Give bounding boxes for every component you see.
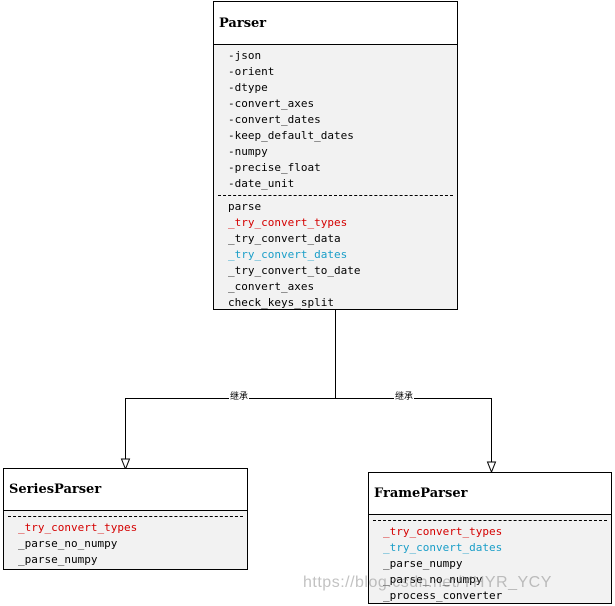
frameparser-section-divider xyxy=(373,520,607,521)
frameparser-methods: _try_convert_types _try_convert_dates _par… xyxy=(369,524,611,604)
parser-attribute: -convert_axes xyxy=(228,97,315,110)
seriesparser-class-box[interactable]: SeriesParser _try_convert_types _parse_no… xyxy=(3,468,248,570)
frameparser-method: _parse_no_numpy xyxy=(383,573,483,586)
seriesparser-method: _try_convert_types xyxy=(18,521,138,534)
parser-class-name: Parser xyxy=(214,2,457,45)
parser-attributes: -json -orient -dtype -convert_axes -convert_… xyxy=(214,45,457,192)
edge-label-frame: 继承 xyxy=(394,392,415,403)
parser-methods: parse _try_convert_types _try_convert_data… xyxy=(214,199,457,311)
seriesparser-methods: _try_convert_types _parse_no_numpy _parse_… xyxy=(4,520,247,568)
edge-label-series: 继承 xyxy=(229,392,250,403)
parser-attribute: -orient xyxy=(228,65,275,78)
frameparser-method: _try_convert_dates xyxy=(383,541,503,554)
frame-arrowhead xyxy=(486,461,497,474)
frame-branch-line xyxy=(335,398,492,463)
parser-method: _convert_axes xyxy=(228,280,315,293)
parser-section-divider xyxy=(218,195,453,196)
frameparser-method: _parse_numpy xyxy=(383,557,463,570)
frameparser-class-box[interactable]: FrameParser _try_convert_types_try_conve… xyxy=(368,472,612,604)
parser-attribute: -convert_dates xyxy=(228,113,321,126)
parser-method: parse xyxy=(228,200,262,213)
parser-attribute: -dtype xyxy=(228,81,268,94)
series-branch-line xyxy=(125,398,336,460)
parser-attribute: -keep_default_dates xyxy=(228,129,354,142)
parser-method: _try_convert_data xyxy=(228,232,341,245)
parser-attribute: -numpy xyxy=(228,145,268,158)
parser-attribute: -precise_float xyxy=(228,161,321,174)
seriesparser-section-divider xyxy=(8,516,243,517)
parser-method: _try_convert_types xyxy=(228,216,348,229)
frameparser-method: _process_converter xyxy=(383,589,503,602)
parser-attribute: -date_unit xyxy=(228,177,295,190)
parser-method: check_keys_split xyxy=(228,296,334,309)
seriesparser-method: _parse_numpy xyxy=(18,553,98,566)
watermark-text: https://blog.csdn.net/YHYR_YCY xyxy=(303,574,552,591)
parser-class-box[interactable]: Parser -json -orient -dtype -convert_axes -c… xyxy=(213,1,458,310)
seriesparser-class-name: SeriesParser xyxy=(4,469,247,511)
series-arrowhead xyxy=(120,458,131,471)
parser-method: _try_convert_to_date xyxy=(228,264,361,277)
frameparser-method: _try_convert_types xyxy=(383,525,503,538)
seriesparser-method: _parse_no_numpy xyxy=(18,537,118,550)
frameparser-class-name: FrameParser xyxy=(369,473,611,515)
parser-attribute: -json xyxy=(228,49,262,62)
parser-method: _try_convert_dates xyxy=(228,248,348,261)
